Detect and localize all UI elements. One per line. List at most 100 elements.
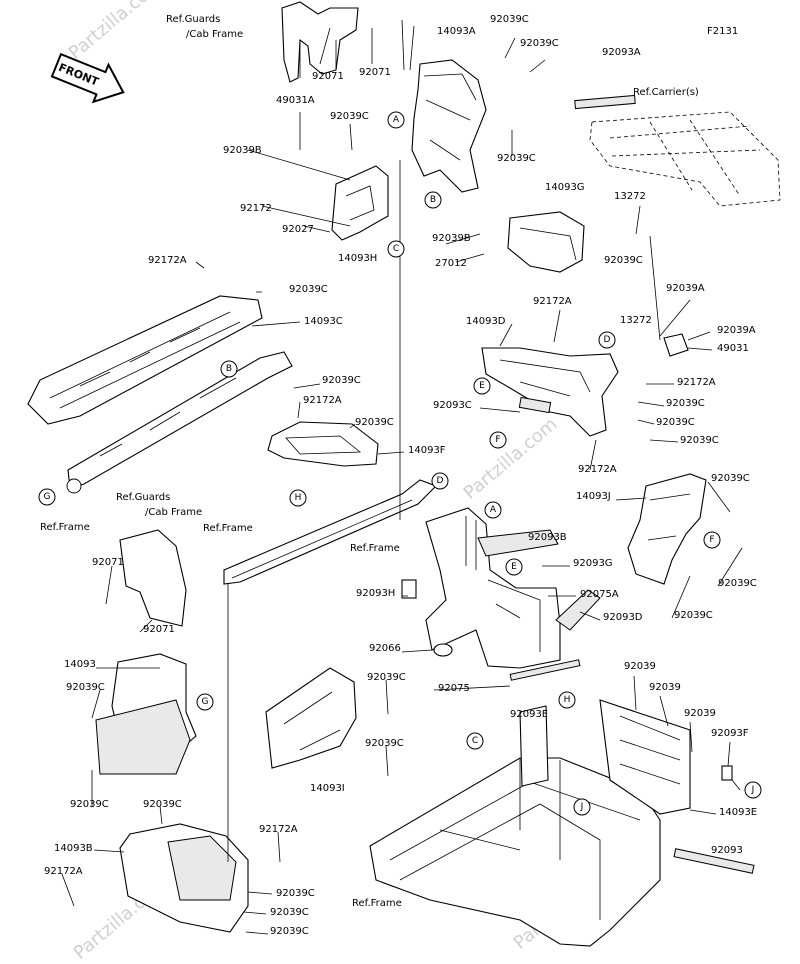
part-14093J [627, 473, 707, 585]
callout-circle [703, 531, 721, 549]
part-label-l07: 92071 [359, 67, 391, 78]
callout-letter: F [709, 535, 714, 545]
part-label-l21: 92039C [289, 284, 328, 295]
part-label-l52: 92039 [624, 661, 656, 672]
part-14093H [331, 165, 389, 241]
callout-circle [489, 431, 507, 449]
part-label-l59: 92093F [711, 728, 749, 739]
part-label-l32: 92093C [433, 400, 472, 411]
part-label-l19: 92039C [604, 255, 643, 266]
part-label-l16: 92039B [432, 233, 471, 244]
part-label-l11: 92039C [497, 153, 536, 164]
part-label-l36: 14093F [408, 445, 446, 456]
callout-c01: A [387, 111, 405, 129]
callout-letter: A [393, 115, 400, 125]
part-label-l09: 92039C [330, 111, 369, 122]
part-label-l18: 14093H [338, 253, 377, 264]
part-label-l55: 92039C [66, 682, 105, 693]
part-label-l70: 92039C [270, 907, 309, 918]
callout-c10: G [38, 488, 56, 506]
part-14093C-long-floor [27, 295, 263, 425]
part-label-l35: 92039C [656, 417, 695, 428]
callout-c02: B [424, 191, 442, 209]
part-label-l68: 92172A [44, 866, 83, 877]
carrier-outline [574, 94, 781, 207]
callout-circle [598, 331, 616, 349]
part-label-l45: 92093H [356, 588, 395, 599]
callout-c12: F [703, 531, 721, 549]
part-label-l13: 13272 [614, 191, 646, 202]
callout-circle [573, 798, 591, 816]
callout-circle [289, 489, 307, 507]
part-label-l31: 92172A [677, 377, 716, 388]
part-label-l41: 92093B [528, 532, 567, 543]
part-label-l25: 14093D [466, 316, 506, 327]
callout-c16: C [466, 732, 484, 750]
part-label-l58: 92039 [684, 708, 716, 719]
part-label-l63: 92039C [143, 799, 182, 810]
callout-c18: J [744, 781, 762, 799]
ref-label-r5: /Cab Frame [145, 507, 202, 518]
part-label-l39: 92039C [711, 473, 750, 484]
part-label-l71: 92039C [270, 926, 309, 937]
part-label-l01: 92039C [490, 14, 529, 25]
main-frame-bottom [369, 699, 755, 947]
reference-dashed-lines [227, 19, 405, 862]
callout-circle [558, 691, 576, 709]
part-label-l30: 92172A [303, 395, 342, 406]
part-label-l56: 92075 [438, 683, 470, 694]
callout-c09: H [289, 489, 307, 507]
part-label-l51: 14093 [64, 659, 96, 670]
callout-letter: C [393, 244, 399, 254]
part-label-l40: 14093J [576, 491, 611, 502]
figure-code: F2131 [707, 26, 738, 37]
part-label-l17: 27012 [435, 258, 467, 269]
callout-circle [387, 240, 405, 258]
callout-letter: F [495, 435, 500, 445]
part-label-l49: 92039C [674, 610, 713, 621]
part-label-l14: 92172 [240, 203, 272, 214]
part-label-l50: 92066 [369, 643, 401, 654]
part-label-l54: 92039C [367, 672, 406, 683]
watermark-text: Partzilla.com [65, 0, 167, 64]
ref-label-r2: /Cab Frame [186, 29, 243, 40]
callout-c17: J [573, 798, 591, 816]
callout-letter: C [472, 736, 478, 746]
callout-letter: D [437, 476, 444, 486]
callout-c13: E [505, 558, 523, 576]
ref-label-r7: Ref.Frame [40, 522, 90, 533]
part-label-l27: 92039A [717, 325, 756, 336]
part-label-l06: 92071 [312, 71, 344, 82]
part-14093-left-guard [95, 529, 197, 775]
part-14093G [507, 211, 585, 273]
front-arrow-badge: FRONT [50, 52, 125, 104]
part-label-l38: 92172A [578, 464, 617, 475]
callout-circle [473, 377, 491, 395]
ref-label-r8: Ref.Frame [350, 543, 400, 554]
part-label-l29: 92039C [322, 375, 361, 386]
part-label-l34: 92039C [355, 417, 394, 428]
part-label-l64: 14093E [719, 807, 757, 818]
part-label-l62: 92039C [70, 799, 109, 810]
center-seat-assembly [401, 507, 601, 681]
part-label-l65: 92172A [259, 824, 298, 835]
callout-circle [466, 732, 484, 750]
callout-letter: H [295, 493, 302, 503]
part-label-l03: 92039C [520, 38, 559, 49]
callout-c11: A [484, 501, 502, 519]
part-label-l53: 92039 [649, 682, 681, 693]
part-label-l12: 14093G [545, 182, 585, 193]
part-label-l43: 92093G [573, 558, 613, 569]
part-label-l42: 92071 [92, 557, 124, 568]
part-label-l15: 92027 [282, 224, 314, 235]
callout-circle [220, 360, 238, 378]
part-label-l08: 49031A [276, 95, 315, 106]
callout-circle [387, 111, 405, 129]
part-14093F [267, 421, 379, 467]
callout-circle [431, 472, 449, 490]
guards-cab-frame-top [281, 1, 359, 83]
part-label-l61: 14093I [310, 783, 345, 794]
callout-letter: E [479, 381, 485, 391]
part-label-l46: 92075A [580, 589, 619, 600]
